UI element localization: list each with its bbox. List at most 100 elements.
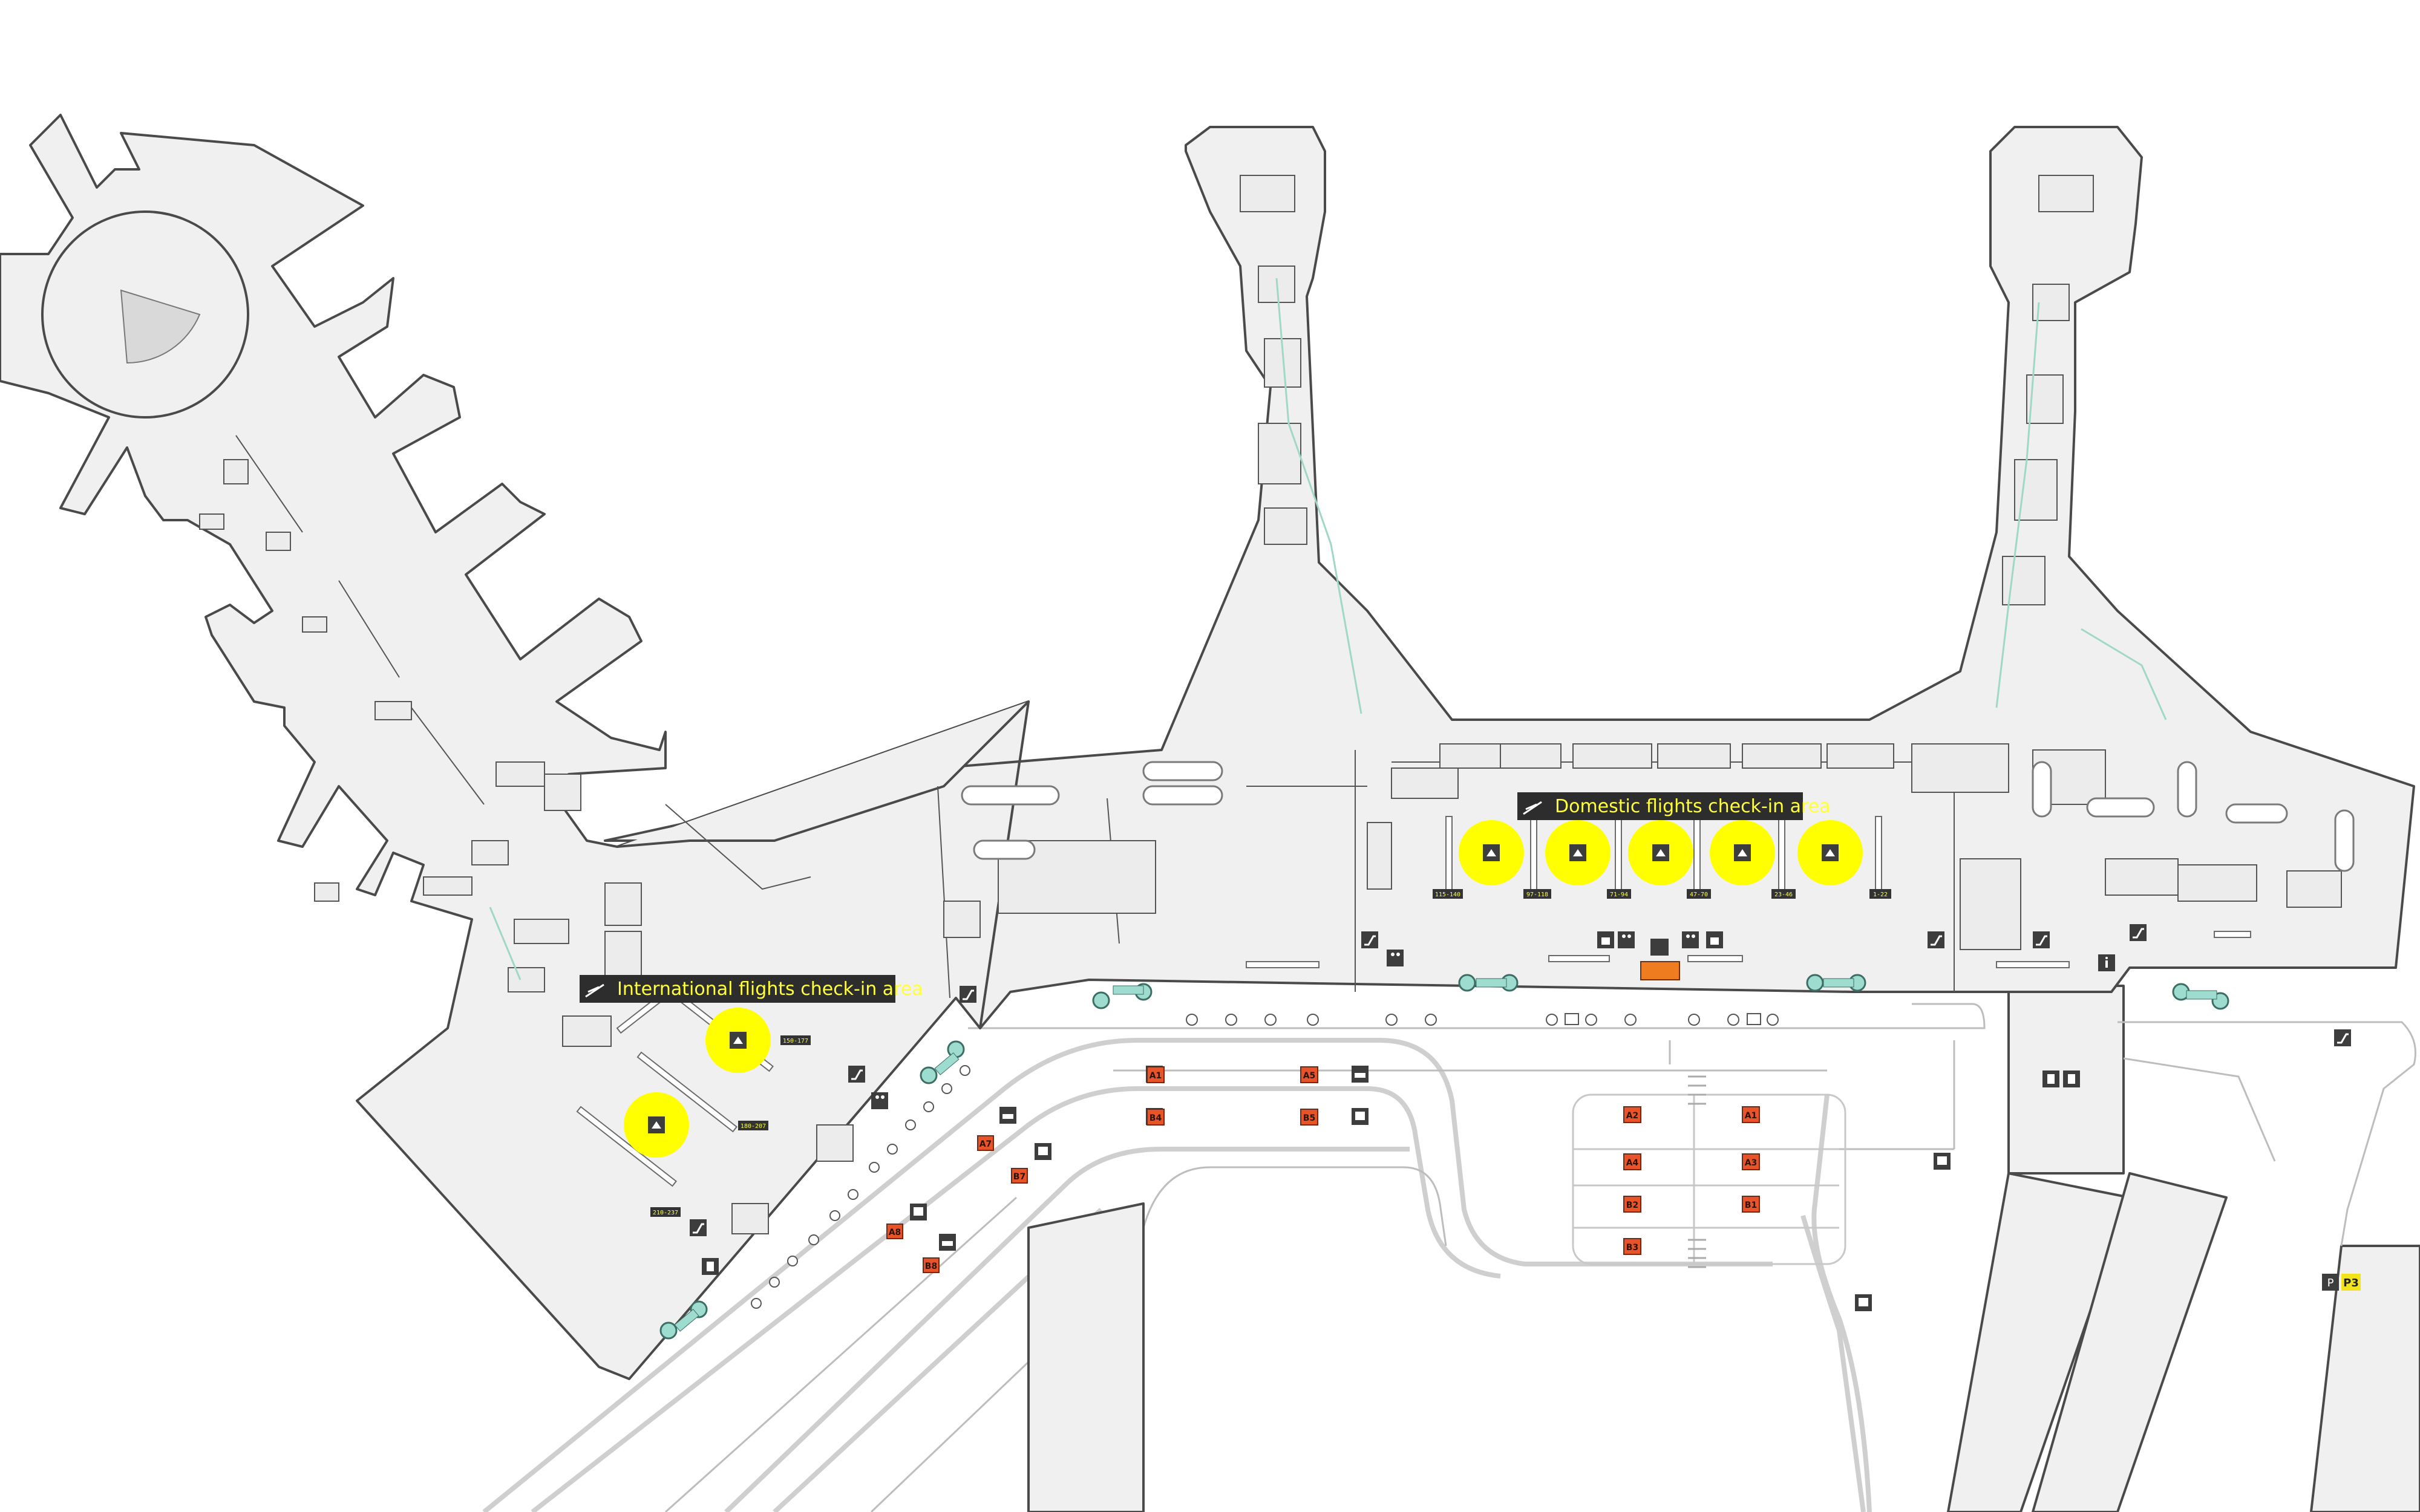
taxi-icon bbox=[939, 1234, 956, 1251]
taxi-icon bbox=[1352, 1066, 1369, 1083]
elevator-icon bbox=[702, 1258, 719, 1275]
escalator-icon bbox=[690, 1219, 707, 1236]
counter-range-dom-4: 47-70 bbox=[1687, 889, 1711, 899]
check-in-icon bbox=[1483, 844, 1500, 861]
dom-checkin-label: Domestic flights check-in area bbox=[1555, 796, 1831, 817]
entrance-icon bbox=[1806, 974, 1824, 992]
bollard bbox=[887, 1144, 898, 1155]
parking-sign-b2: B2 bbox=[1623, 1196, 1641, 1213]
central-stairs bbox=[1640, 961, 1680, 980]
counter-range-intl-3: 210-237 bbox=[650, 1207, 681, 1217]
svg-text:97-118: 97-118 bbox=[1526, 891, 1548, 898]
service-icons: P bbox=[690, 924, 2351, 1311]
parking-sign-a1: A1 bbox=[1742, 1106, 1760, 1123]
svg-text:B3: B3 bbox=[1626, 1243, 1638, 1253]
svg-text:23-46: 23-46 bbox=[1774, 891, 1793, 898]
bollard bbox=[1767, 1014, 1779, 1026]
bollard bbox=[848, 1189, 858, 1200]
svg-text:150-177: 150-177 bbox=[783, 1038, 808, 1044]
escalator-icon bbox=[2033, 931, 2050, 948]
interior-walls bbox=[199, 175, 2342, 1234]
terminal-building bbox=[0, 114, 2415, 1380]
bollard bbox=[905, 1119, 916, 1130]
parking-icon: P bbox=[2322, 1274, 2339, 1291]
restroom-icon bbox=[1682, 931, 1699, 948]
dom-checkin-callout[interactable]: Domestic flights check-in area bbox=[1517, 792, 1831, 820]
escalator-icon bbox=[1928, 931, 1944, 948]
bollard bbox=[1727, 1014, 1739, 1026]
restroom-icon bbox=[871, 1092, 888, 1109]
parking-sign-b3: B3 bbox=[1623, 1238, 1641, 1255]
check-in-icon bbox=[1734, 844, 1751, 861]
escalator-icon bbox=[1361, 931, 1378, 948]
entrance-icon bbox=[920, 1066, 938, 1084]
road-network bbox=[482, 1003, 1986, 1512]
bollard bbox=[1425, 1014, 1437, 1026]
parking-sign-b1: B1 bbox=[1742, 1196, 1760, 1213]
elevator-icon bbox=[2063, 1070, 2080, 1087]
parking-p3-sign: P3 bbox=[2341, 1274, 2361, 1291]
check-in-icon bbox=[648, 1116, 665, 1133]
entrance-icon bbox=[1092, 991, 1110, 1009]
check-in-icon bbox=[1569, 844, 1586, 861]
elevator-icon bbox=[2042, 1070, 2059, 1087]
bollard bbox=[1186, 1014, 1198, 1026]
svg-text:71-94: 71-94 bbox=[1610, 891, 1628, 898]
bollard bbox=[1688, 1014, 1700, 1026]
bollard bbox=[1264, 1014, 1277, 1026]
counter-range-intl-2: 180-207 bbox=[738, 1121, 768, 1130]
info-icon bbox=[2098, 954, 2115, 971]
intl-checkin-callout[interactable]: International flights check-in area bbox=[580, 975, 923, 1003]
counter-range-labels: 150-177 180-207 210-237 115-140 97-118 7… bbox=[650, 889, 1891, 1217]
counter-range-dom-6: 1-22 bbox=[1869, 889, 1891, 899]
parking-sign-a8: A8 bbox=[886, 1224, 903, 1239]
svg-text:A1: A1 bbox=[1745, 1111, 1758, 1121]
parking-sign-b8: B8 bbox=[923, 1257, 940, 1273]
svg-text:A3: A3 bbox=[1745, 1158, 1758, 1168]
escalator-icon bbox=[2130, 924, 2147, 941]
svg-text:210-237: 210-237 bbox=[653, 1210, 678, 1216]
bollard bbox=[1307, 1014, 1319, 1026]
bollard bbox=[923, 1101, 934, 1112]
parking-sign-a5-top: A5 bbox=[1300, 1066, 1318, 1083]
entrances[interactable] bbox=[659, 974, 2229, 1340]
bollard bbox=[960, 1065, 970, 1076]
entrance-icon bbox=[659, 1321, 678, 1340]
svg-text:A4: A4 bbox=[1626, 1158, 1639, 1168]
parking-sign-b4-top: B4 bbox=[1146, 1109, 1165, 1126]
counter-range-intl-1: 150-177 bbox=[780, 1035, 811, 1045]
svg-text:A2: A2 bbox=[1626, 1111, 1639, 1121]
svg-text:115-140: 115-140 bbox=[1435, 891, 1460, 898]
bollard bbox=[808, 1234, 819, 1245]
counter-range-dom-1: 115-140 bbox=[1433, 889, 1463, 899]
svg-text:A7: A7 bbox=[979, 1139, 992, 1149]
svg-text:A8: A8 bbox=[889, 1228, 901, 1237]
intl-checkin-label: International flights check-in area bbox=[617, 979, 923, 1000]
bus-icon bbox=[1855, 1294, 1872, 1311]
svg-text:180-207: 180-207 bbox=[741, 1123, 766, 1130]
taxi-icon bbox=[999, 1107, 1016, 1124]
svg-text:P: P bbox=[2327, 1277, 2334, 1289]
bus-icon bbox=[1934, 1153, 1951, 1170]
parking-sign-a4: A4 bbox=[1623, 1153, 1641, 1170]
check-in-icon bbox=[1652, 844, 1669, 861]
bollard bbox=[769, 1277, 780, 1288]
bollard bbox=[1624, 1014, 1637, 1026]
bollard bbox=[941, 1083, 952, 1094]
svg-text:P3: P3 bbox=[2343, 1277, 2359, 1289]
restroom-icon bbox=[1618, 931, 1635, 948]
bollard bbox=[1225, 1014, 1237, 1026]
parking-sign-a2: A2 bbox=[1623, 1106, 1641, 1123]
svg-text:A1: A1 bbox=[1150, 1071, 1162, 1081]
bollard bbox=[1546, 1014, 1558, 1026]
parking-sign-a1-top: A1 bbox=[1146, 1066, 1165, 1083]
svg-text:B4: B4 bbox=[1150, 1113, 1162, 1123]
bus-icon bbox=[1352, 1108, 1369, 1125]
elevator-icon bbox=[1652, 939, 1669, 956]
bollard bbox=[787, 1256, 798, 1266]
svg-text:47-70: 47-70 bbox=[1690, 891, 1708, 898]
baggage-belts bbox=[961, 761, 2355, 872]
bollard bbox=[751, 1298, 762, 1309]
check-in-icon bbox=[730, 1032, 747, 1049]
